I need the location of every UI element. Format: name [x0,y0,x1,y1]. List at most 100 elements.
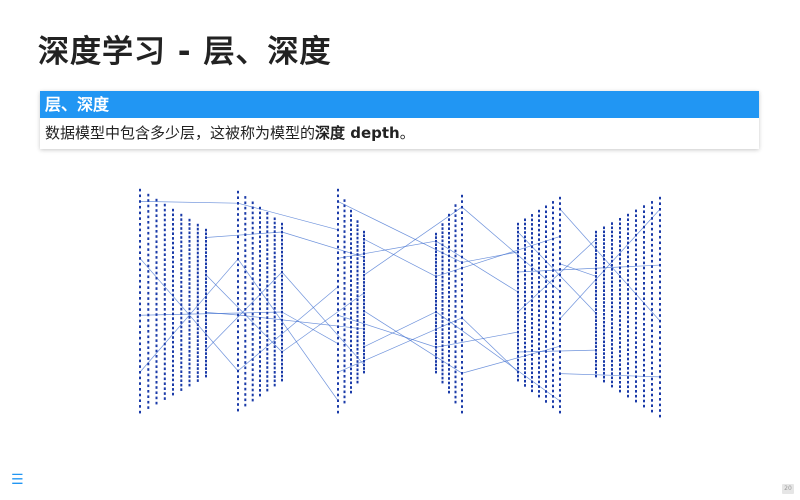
network-node [281,346,283,350]
network-node [139,319,141,323]
network-node [538,224,540,227]
network-node [172,256,174,259]
network-node [643,404,645,408]
network-node [205,326,207,329]
network-node [441,328,444,331]
network-node [139,353,141,357]
network-node [266,388,269,392]
network-node [611,326,613,330]
hamburger-menu-icon[interactable]: ☰ [11,472,24,488]
network-node [343,328,346,332]
network-node [356,294,359,297]
network-node [244,355,247,359]
network-node [343,369,346,373]
network-node [281,222,283,226]
network-node [441,332,444,335]
slide-title: 深度学习 - 层、深度 [38,34,332,70]
network-node [559,334,561,337]
network-node [337,194,339,198]
network-node [363,352,365,356]
network-node [643,266,645,270]
network-node [448,300,450,303]
network-node [448,241,450,244]
network-node [155,287,158,290]
network-node [435,257,437,261]
network-node [461,405,463,408]
network-node [611,376,613,380]
network-node [155,308,158,311]
network-node [337,228,339,232]
network-node [337,205,339,209]
network-node [659,409,661,412]
network-node [619,240,621,243]
network-node [356,265,359,269]
network-node [205,307,207,310]
network-node [595,367,597,370]
network-node [659,269,661,273]
network-node [538,309,540,312]
network-node [343,307,346,311]
network-node [273,294,276,297]
network-node [524,362,526,366]
network-edge [461,317,519,373]
network-node [619,337,621,340]
network-node [205,285,207,288]
network-node [188,240,191,243]
network-node [147,286,150,289]
network-node [281,338,283,342]
network-node [259,254,261,258]
network-node [603,254,605,257]
network-node [180,231,183,235]
network-node [651,383,653,386]
network-node [659,208,661,211]
network-node [363,356,365,359]
network-node [538,247,540,251]
network-node [538,390,540,393]
network-node [273,255,276,259]
network-node [188,337,191,340]
network-node [259,369,261,373]
network-edge [435,240,519,293]
network-node [205,228,207,232]
network-node [273,345,276,348]
network-node [611,368,613,371]
network-node [273,238,276,242]
network-node [461,228,463,231]
network-node [273,311,276,314]
network-node [619,231,621,234]
network-node [595,238,597,241]
network-node [139,268,141,272]
network-node [139,405,141,408]
network-node [538,323,540,327]
network-node [635,394,637,398]
network-node [139,234,141,237]
network-node [343,230,346,233]
network-node [454,219,457,222]
network-node [441,279,444,283]
network-node [454,209,457,212]
network-node [237,196,239,199]
network-node [237,213,239,216]
network-node [350,353,352,357]
network-node [441,320,444,323]
network-node [559,235,561,238]
network-node [559,279,561,282]
network-node [619,310,621,314]
network-node [172,322,174,325]
network-node [643,384,645,387]
network-node [603,368,605,371]
network-node [273,264,276,267]
network-node [454,274,457,278]
info-text: 数据模型中包含多少层，这被称为模型的 [45,124,316,142]
network-node [237,341,239,345]
network-node [259,360,261,363]
network-node [643,225,645,229]
network-node [350,311,352,315]
network-node [611,322,613,325]
network-edge [363,311,437,348]
network-node [538,375,540,379]
network-node [524,265,526,268]
network-node [517,322,519,326]
network-node [350,237,352,241]
network-node [188,320,191,323]
